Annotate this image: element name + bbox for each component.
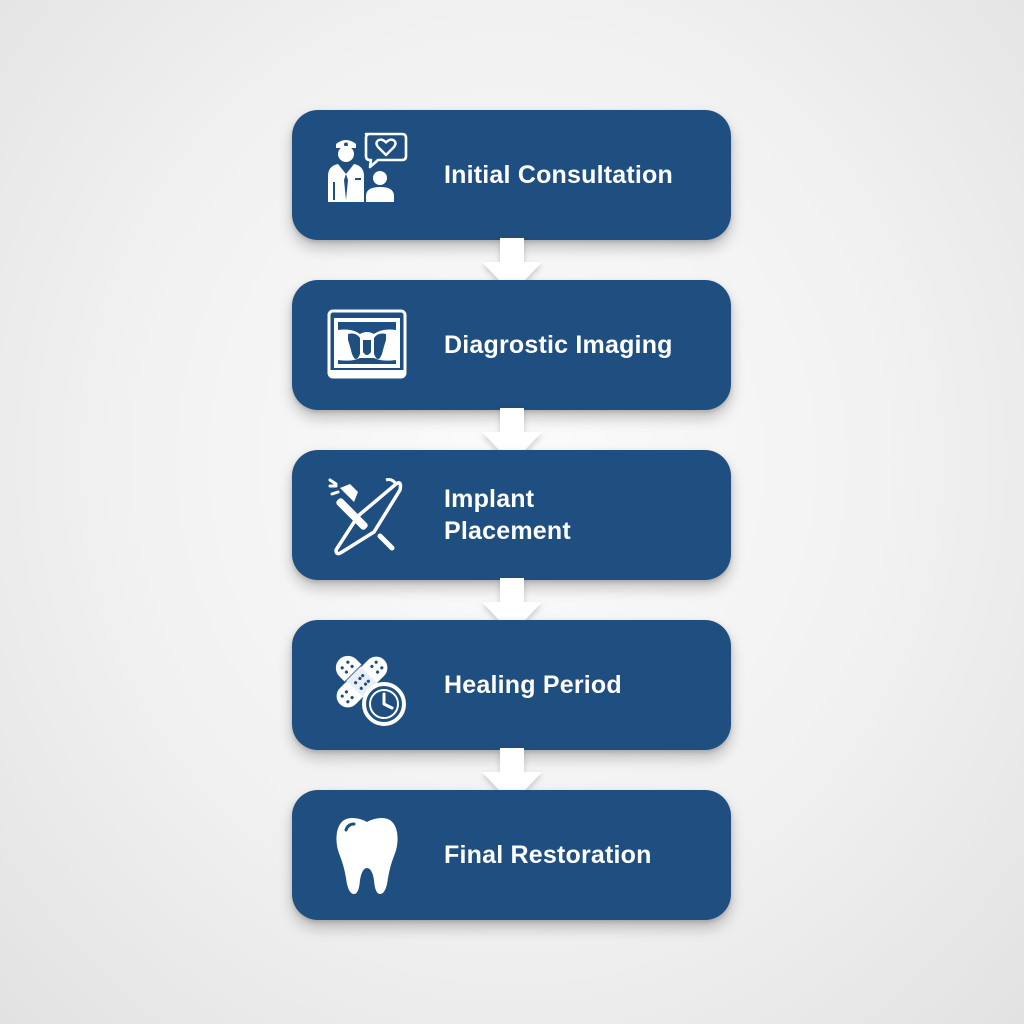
arrow-down: [480, 238, 544, 296]
step-label: Initial Consultation: [444, 161, 673, 189]
step-initial-consultation: Initial Consultation: [292, 110, 731, 240]
step-final-restoration: Final Restoration: [292, 790, 731, 920]
bandage-clock-icon: [322, 640, 412, 730]
arrow-down: [480, 748, 544, 806]
step-implant-placement: Implant Placement: [292, 450, 731, 580]
tooth-icon: [322, 810, 412, 900]
step-healing-period: Healing Period: [292, 620, 731, 750]
step-label: Healing Period: [444, 671, 622, 699]
arrow-down: [480, 408, 544, 466]
step-diagnostic-imaging: Diagrostic Imaging: [292, 280, 731, 410]
step-label: Implant Placement: [444, 485, 571, 545]
arrow-down: [480, 578, 544, 636]
step-label: Diagrostic Imaging: [444, 331, 673, 359]
doctor-patient-consultation-icon: [322, 130, 412, 220]
step-label: Final Restoration: [444, 841, 652, 869]
dental-xray-icon: [322, 300, 412, 390]
dental-tools-icon: [322, 470, 412, 560]
